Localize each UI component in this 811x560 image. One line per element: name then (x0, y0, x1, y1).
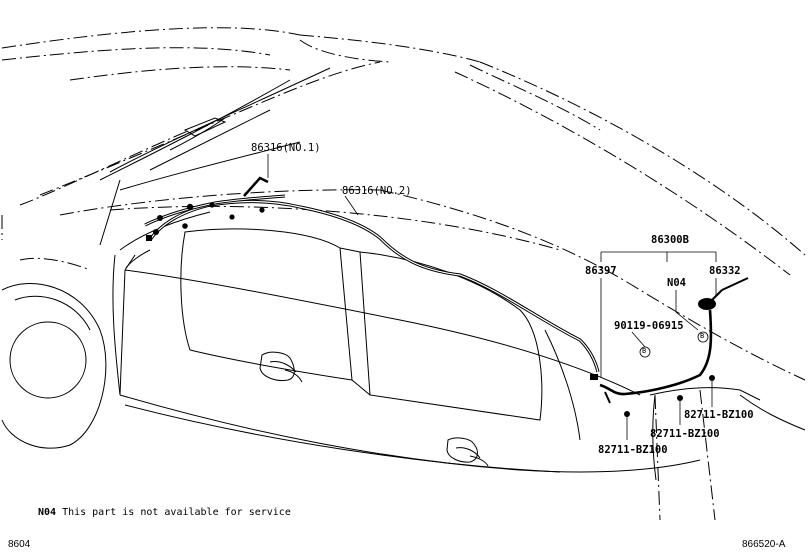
marker-circles (639, 331, 709, 358)
note-code: N04 (38, 507, 57, 518)
label-90119-06915: 90119-06915 (614, 320, 684, 332)
marker-b-1: B (642, 347, 647, 355)
label-86316-no2: 86316(NO.2) (342, 185, 412, 197)
marker-b-2: B (700, 332, 705, 340)
label-82711-bz100-right: 82711-BZ100 (684, 409, 754, 421)
label-86397: 86397 (585, 265, 617, 277)
label-82711-bz100-middle: 82711-BZ100 (650, 428, 720, 440)
footer-left-code: 8604 (8, 539, 31, 550)
label-86300b: 86300B (651, 234, 689, 246)
label-82711-bz100-left: 82711-BZ100 (598, 444, 668, 456)
label-86332: 86332 (709, 265, 741, 277)
car-body-outline (1, 27, 806, 521)
label-86316-no1: 86316(NO.1) (251, 142, 321, 154)
footer-right-code: 866520-A (742, 539, 786, 550)
clips (146, 202, 716, 417)
service-note: N04 This part is not available for servic… (38, 507, 291, 518)
label-n04: N04 (667, 277, 686, 289)
note-text: This part is not available for service (62, 507, 291, 518)
leader-lines (267, 154, 717, 440)
wire-harness (144, 176, 749, 404)
